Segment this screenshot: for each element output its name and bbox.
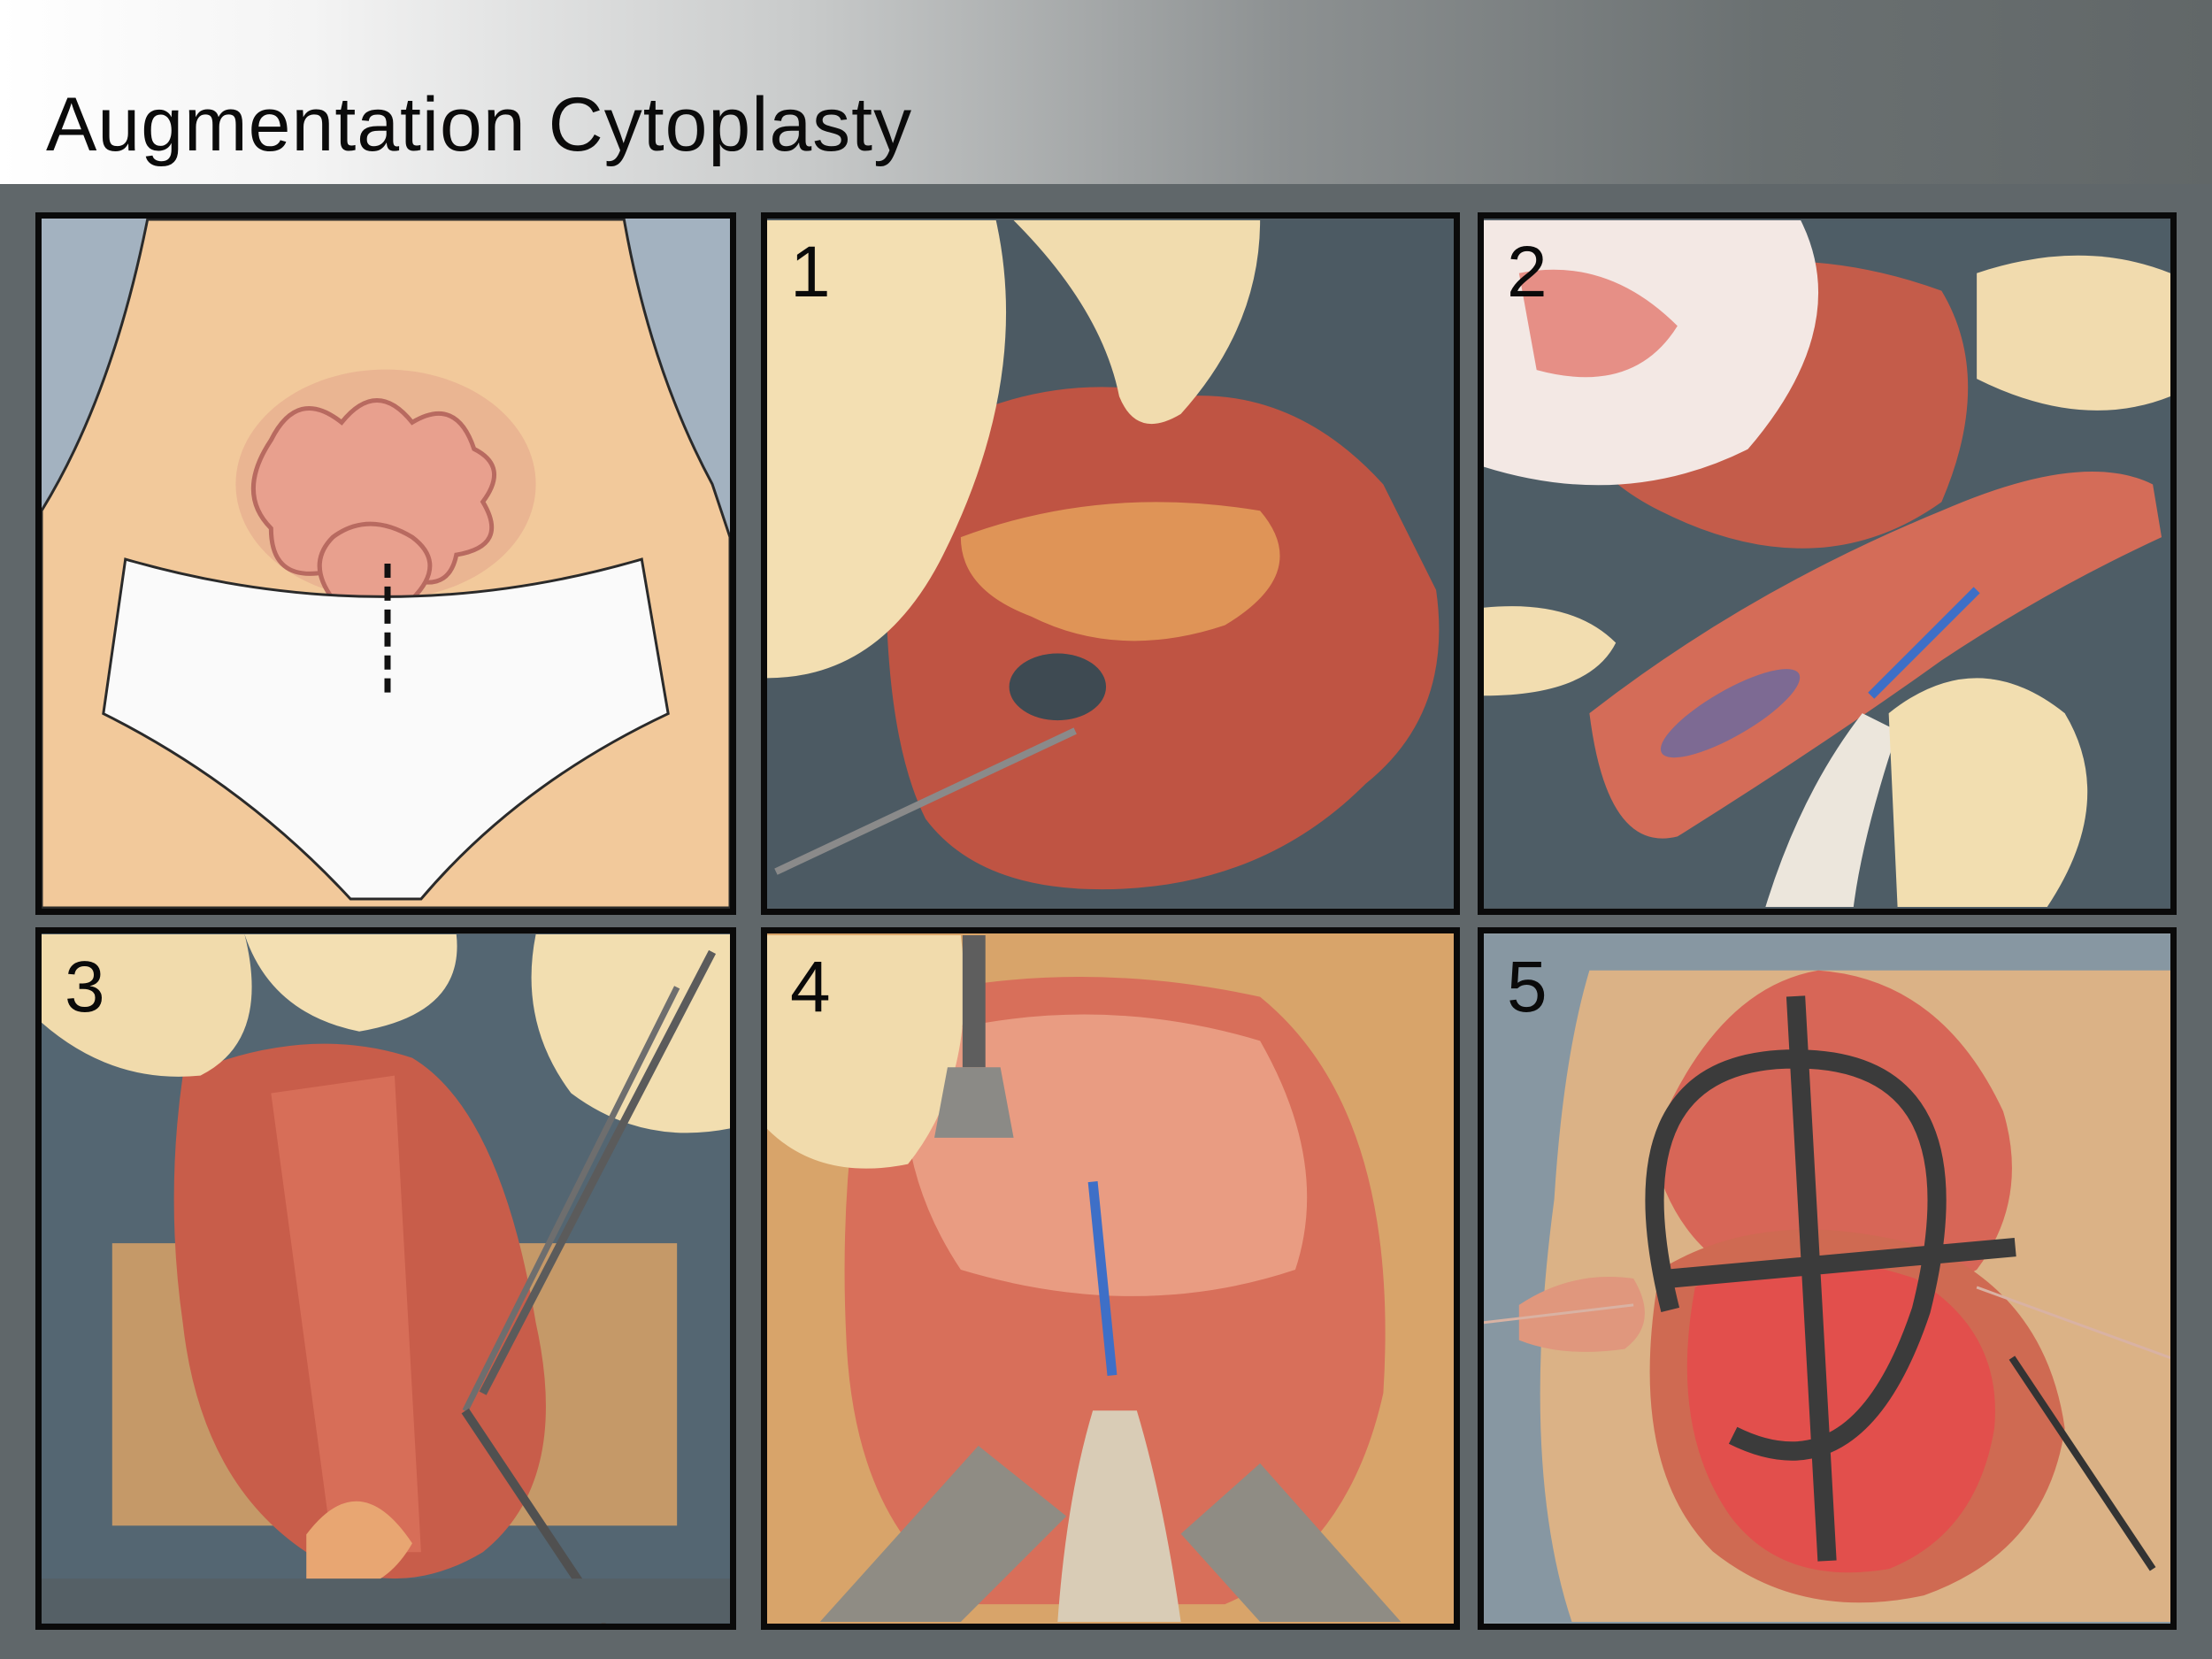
step-number: 1 (790, 232, 831, 312)
step-number: 2 (1507, 232, 1548, 312)
panel-step-3: 3 (35, 927, 736, 1630)
panel-step-4: 4 (761, 927, 1460, 1630)
step-1-illustration (767, 220, 1454, 907)
step-2-illustration (1484, 220, 2170, 907)
panel-step-5: 5 (1478, 927, 2177, 1630)
step-4-illustration (767, 935, 1454, 1622)
step-number: 4 (790, 947, 831, 1027)
panel-abdomen-overview (35, 212, 736, 915)
panel-step-2: 2 (1478, 212, 2177, 915)
title-bar: Augmentation Cytoplasty (0, 0, 2212, 184)
illustration-grid: 1 2 (0, 184, 2212, 1659)
step-5-illustration (1484, 935, 2170, 1622)
abdomen-illustration (42, 219, 730, 909)
step-3-illustration (42, 934, 730, 1624)
step-number: 5 (1507, 947, 1548, 1027)
artist-signature-mark (1645, 995, 2016, 1562)
panel-step-1: 1 (761, 212, 1460, 915)
page-title: Augmentation Cytoplasty (46, 82, 913, 167)
step-number: 3 (65, 947, 105, 1027)
